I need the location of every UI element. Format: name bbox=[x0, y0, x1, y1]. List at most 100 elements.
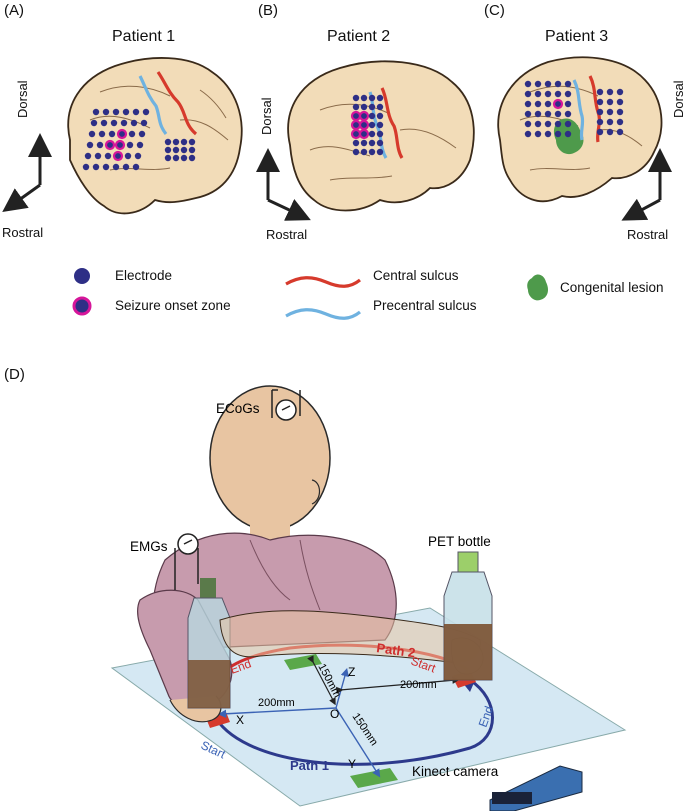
electrode-dot bbox=[606, 88, 614, 96]
electrode-dot bbox=[596, 128, 604, 136]
electrode-dot bbox=[376, 103, 384, 111]
electrode-dot bbox=[524, 80, 532, 88]
electrodes-patient-3 bbox=[524, 80, 624, 138]
seizure-electrode-dot bbox=[358, 119, 370, 131]
electrode-dot bbox=[104, 152, 112, 160]
electrode-dot bbox=[172, 138, 180, 146]
electrode-dot bbox=[188, 146, 196, 154]
electrode-dot bbox=[352, 148, 360, 156]
rostral-label-a: Rostral bbox=[2, 225, 44, 240]
electrode-dot bbox=[122, 108, 130, 116]
electrode-dot bbox=[564, 130, 572, 138]
central-sulcus-2 bbox=[380, 87, 404, 159]
electrode-dot bbox=[534, 100, 542, 108]
legend-lesion-icon bbox=[527, 274, 548, 301]
path-2-label: Path 2 bbox=[376, 640, 417, 660]
electrode-dot bbox=[534, 90, 542, 98]
electrode-dot bbox=[124, 152, 132, 160]
electrode-dot bbox=[544, 90, 552, 98]
axis-arrows-2 bbox=[256, 148, 311, 221]
electrode-dot bbox=[564, 110, 572, 118]
electrode-dot bbox=[164, 138, 172, 146]
electrode-dot bbox=[352, 103, 360, 111]
seizure-electrode-dot bbox=[114, 139, 126, 151]
electrode-dot bbox=[102, 163, 110, 171]
electrode-dot bbox=[564, 80, 572, 88]
axis-arrows-1 bbox=[2, 133, 52, 212]
electrode-dot bbox=[596, 118, 604, 126]
electrode-dot bbox=[132, 108, 140, 116]
electrode-dot bbox=[368, 121, 376, 129]
panel-letter-b: (B) bbox=[258, 2, 278, 19]
electrode-dot bbox=[606, 128, 614, 136]
seizure-electrode-dot bbox=[112, 150, 124, 162]
electrode-dot bbox=[138, 130, 146, 138]
legend-precentral-icon bbox=[285, 308, 361, 320]
electrode-dot bbox=[110, 119, 118, 127]
seizure-electrode-dot bbox=[116, 128, 128, 140]
electrode-dot bbox=[108, 130, 116, 138]
electrode-dot bbox=[564, 100, 572, 108]
electrode-dot bbox=[142, 108, 150, 116]
electrode-dot bbox=[376, 148, 384, 156]
electrode-dot bbox=[188, 138, 196, 146]
electrode-dot bbox=[596, 98, 604, 106]
electrode-dot bbox=[352, 94, 360, 102]
electrode-dot bbox=[554, 120, 562, 128]
electrode-dot bbox=[102, 108, 110, 116]
axis-y-label: Y bbox=[348, 757, 356, 771]
brain-patient-2 bbox=[287, 60, 475, 212]
pet-bottle-cap bbox=[457, 551, 479, 573]
seizure-electrode-dot bbox=[104, 139, 116, 151]
electrode-dot bbox=[180, 146, 188, 154]
electrode-dot bbox=[360, 103, 368, 111]
electrode-dot bbox=[554, 110, 562, 118]
electrode-dot bbox=[616, 118, 624, 126]
electrode-dot bbox=[554, 80, 562, 88]
legend-lesion-label: Congenital lesion bbox=[560, 280, 664, 295]
electrode-dot bbox=[98, 130, 106, 138]
electrode-dot bbox=[554, 130, 562, 138]
panel-letter-c: (C) bbox=[484, 2, 505, 19]
electrode-dot bbox=[534, 130, 542, 138]
path-1-label: Path 1 bbox=[290, 758, 329, 773]
precentral-sulcus-2 bbox=[368, 91, 388, 159]
electrode-dot bbox=[616, 108, 624, 116]
electrode-dot bbox=[130, 119, 138, 127]
legend-electrode-icon bbox=[74, 268, 90, 284]
legend-seizure-icon bbox=[72, 296, 92, 316]
electrode-dot bbox=[616, 128, 624, 136]
path-2-end-label: End bbox=[228, 656, 253, 676]
electrode-dot bbox=[112, 108, 120, 116]
electrode-dot bbox=[122, 163, 130, 171]
electrode-dot bbox=[606, 118, 614, 126]
brain-patient-3 bbox=[497, 56, 663, 203]
path-1-arc bbox=[210, 678, 494, 766]
axis-x-label: X bbox=[236, 713, 244, 727]
electrode-dot bbox=[188, 154, 196, 162]
electrode-dot bbox=[368, 130, 376, 138]
electrode-dot bbox=[544, 110, 552, 118]
electrode-dot bbox=[92, 108, 100, 116]
electrode-dot bbox=[554, 90, 562, 98]
origin-label: O bbox=[330, 707, 339, 721]
legend-central-label: Central sulcus bbox=[373, 268, 459, 283]
brain-patient-1 bbox=[67, 57, 243, 215]
electrode-dot bbox=[132, 163, 140, 171]
electrode-dot bbox=[180, 138, 188, 146]
electrode-dot bbox=[596, 88, 604, 96]
electrode-dot bbox=[616, 98, 624, 106]
rostral-label-b: Rostral bbox=[266, 227, 308, 242]
legend-electrode-label: Electrode bbox=[115, 268, 173, 283]
axis-z-label: Z bbox=[348, 665, 355, 679]
electrode-dot bbox=[352, 139, 360, 147]
target-bottom bbox=[350, 768, 398, 788]
electrode-dot bbox=[112, 163, 120, 171]
distance-left-label: 200mm bbox=[258, 697, 295, 709]
left-bottle-cap bbox=[200, 578, 216, 598]
experiment-setup bbox=[110, 385, 627, 811]
legend-seizure-label: Seizure onset zone bbox=[115, 298, 231, 313]
emgs-label: EMGs bbox=[130, 539, 168, 554]
electrode-dot bbox=[616, 88, 624, 96]
